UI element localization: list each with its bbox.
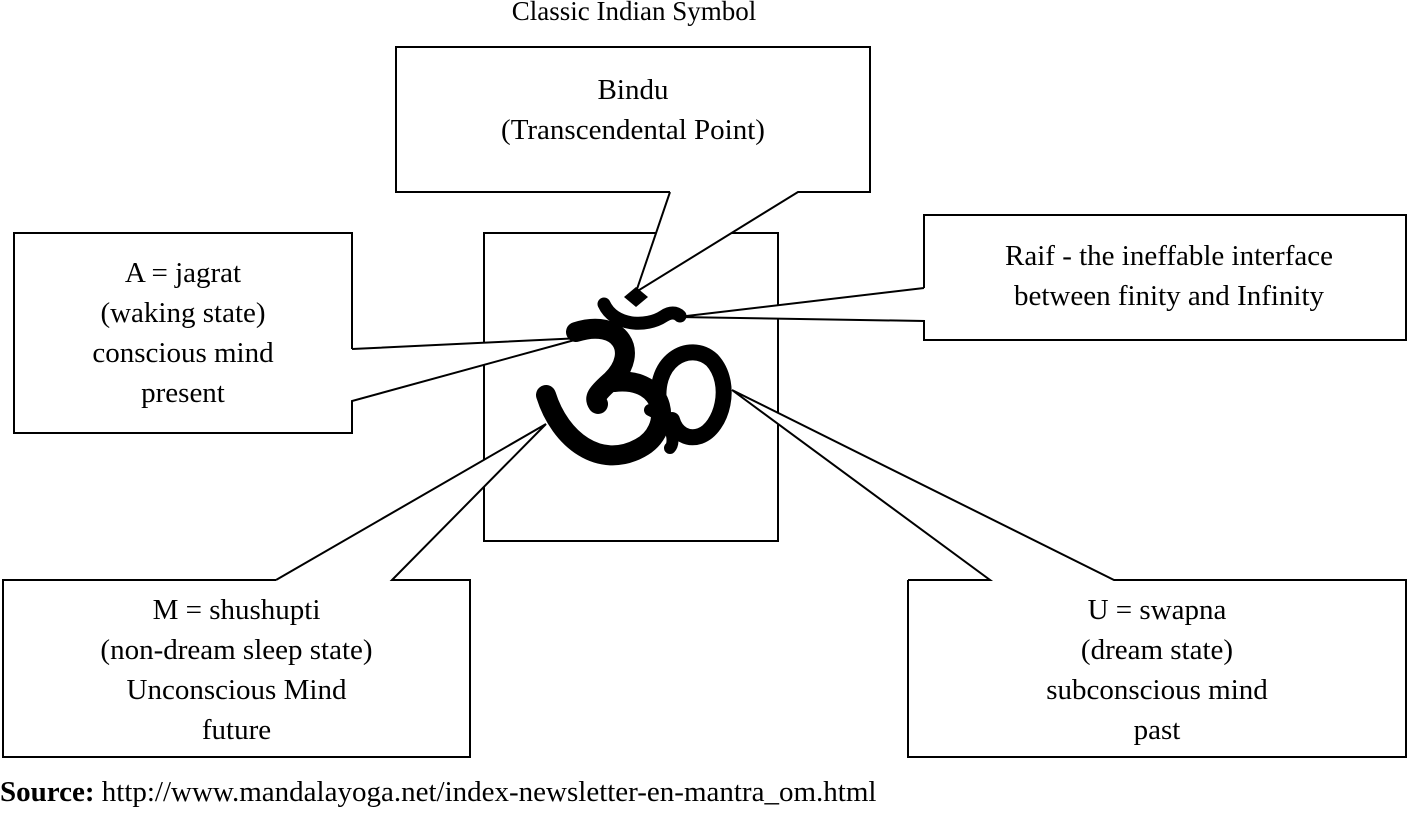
a-line-1: A = jagrat — [124, 257, 242, 289]
m-line-3: Unconscious Mind — [126, 674, 347, 706]
bindu-line-1: Bindu — [597, 74, 669, 106]
diagram-title: Classic Indian Symbol — [511, 0, 757, 26]
bindu-callout — [395, 46, 871, 295]
raif-label: Raif - the ineffable interface between f… — [932, 236, 1406, 316]
m-callout — [2, 423, 547, 758]
raif-line-2: between finity and Infinity — [1013, 280, 1325, 312]
u-line-1: U = swapna — [1087, 594, 1227, 626]
bindu-line-2: (Transcendental Point) — [501, 114, 765, 146]
om-symbol-icon — [536, 287, 732, 466]
u-callout — [731, 389, 1407, 758]
raif-line-1: Raif - the ineffable interface — [1005, 240, 1333, 272]
a-line-4: present — [141, 377, 225, 409]
u-line-4: past — [1133, 714, 1181, 746]
bindu-label: Bindu (Transcendental Point) — [396, 70, 870, 150]
u-label: U = swapna (dream state) subconscious mi… — [908, 590, 1406, 750]
a-line-3: conscious mind — [92, 337, 274, 369]
raif-callout — [677, 214, 1407, 341]
a-line-2: (waking state) — [100, 297, 266, 329]
a-callout — [13, 232, 583, 434]
m-line-2: (non-dream sleep state) — [100, 634, 373, 666]
u-line-3: subconscious mind — [1046, 674, 1268, 706]
om-frame — [483, 232, 779, 542]
u-line-2: (dream state) — [1080, 634, 1234, 666]
a-label: A = jagrat (waking state) conscious mind… — [14, 253, 352, 413]
m-line-1: M = shushupti — [152, 594, 321, 626]
source-line: Source: http://www.mandalayoga.net/index… — [0, 776, 876, 809]
source-label: Source: — [0, 776, 95, 808]
source-url[interactable]: http://www.mandalayoga.net/index-newslet… — [101, 776, 877, 808]
m-line-4: future — [201, 714, 272, 746]
m-label: M = shushupti (non-dream sleep state) Un… — [3, 590, 470, 750]
